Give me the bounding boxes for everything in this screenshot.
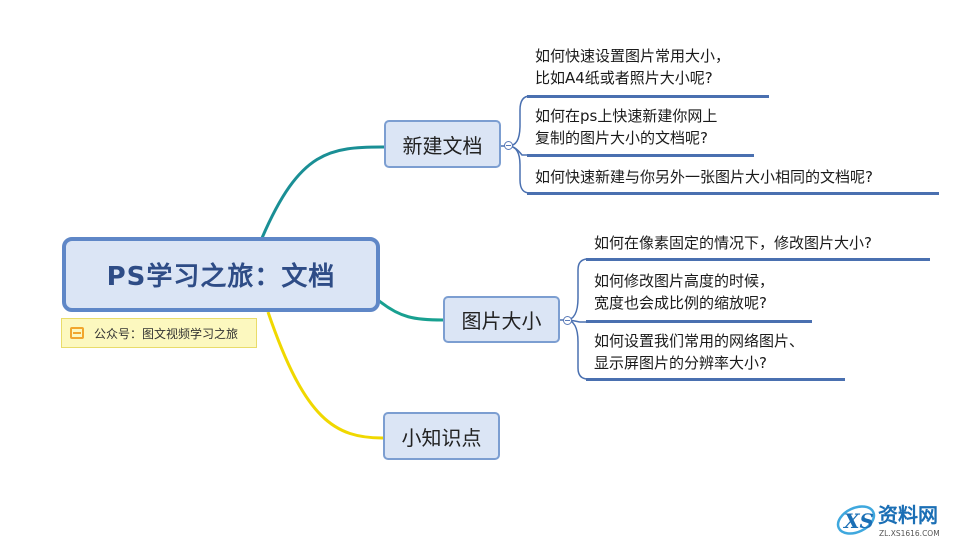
subtopic-new-doc-3[interactable]: 如何快速新建与你另外一张图片大小相同的文档呢? bbox=[535, 168, 873, 186]
svg-text:XS: XS bbox=[842, 509, 874, 533]
sub-connector-new-doc-3 bbox=[507, 145, 531, 194]
note-text: 公众号：图文视频学习之旅 bbox=[94, 326, 239, 341]
collapse-toggle-new-document[interactable] bbox=[504, 141, 513, 150]
topic-image-size[interactable]: 图片大小 bbox=[443, 296, 560, 343]
subtopic-underline bbox=[527, 95, 769, 98]
sub-connector-img-1 bbox=[559, 258, 589, 321]
subtopic-new-doc-1[interactable]: 如何快速设置图片常用大小， 比如A4纸或者照片大小呢? bbox=[535, 47, 731, 87]
subtopic-image-size-1[interactable]: 如何在像素固定的情况下，修改图片大小? bbox=[594, 234, 872, 252]
central-topic[interactable]: PS学习之旅：文档 bbox=[62, 237, 380, 312]
topic-tips[interactable]: 小知识点 bbox=[383, 412, 500, 460]
watermark-url: ZL.XS1616.COM bbox=[879, 529, 940, 538]
subtopic-underline bbox=[586, 320, 812, 323]
branch-new-doc bbox=[260, 145, 385, 239]
subtopic-new-doc-2[interactable]: 如何在ps上快速新建你网上 复制的图片大小的文档呢? bbox=[535, 107, 718, 147]
watermark-logo: XS 资料网 ZL.XS1616.COM bbox=[832, 498, 962, 542]
branch-tips bbox=[266, 311, 384, 440]
subtopic-underline bbox=[527, 192, 939, 195]
branch-image-size bbox=[377, 298, 444, 322]
sub-connector-img-3 bbox=[565, 319, 589, 380]
watermark-logo-icon: XS 资料网 ZL.XS1616.COM bbox=[836, 503, 940, 538]
sub-connector-new-doc-1 bbox=[500, 95, 531, 147]
topic-new-document-label: 新建文档 bbox=[402, 133, 483, 158]
subtopic-underline bbox=[527, 154, 754, 157]
topic-new-document[interactable]: 新建文档 bbox=[384, 120, 501, 168]
collapse-toggle-image-size[interactable] bbox=[563, 316, 572, 325]
subtopic-image-size-2[interactable]: 如何修改图片高度的时候， 宽度也会成比例的缩放呢? bbox=[594, 272, 775, 312]
watermark-brand: 资料网 bbox=[878, 503, 938, 527]
note-icon bbox=[70, 327, 84, 339]
subtopic-underline bbox=[586, 378, 845, 381]
subtopic-image-size-3[interactable]: 如何设置我们常用的网络图片、 显示屏图片的分辨率大小? bbox=[594, 332, 805, 372]
topic-image-size-label: 图片大小 bbox=[461, 309, 542, 333]
central-topic-title: PS学习之旅：文档 bbox=[106, 262, 336, 292]
note-label: 公众号：图文视频学习之旅 bbox=[61, 318, 257, 348]
topic-tips-label: 小知识点 bbox=[401, 425, 482, 450]
subtopic-underline bbox=[586, 258, 930, 261]
